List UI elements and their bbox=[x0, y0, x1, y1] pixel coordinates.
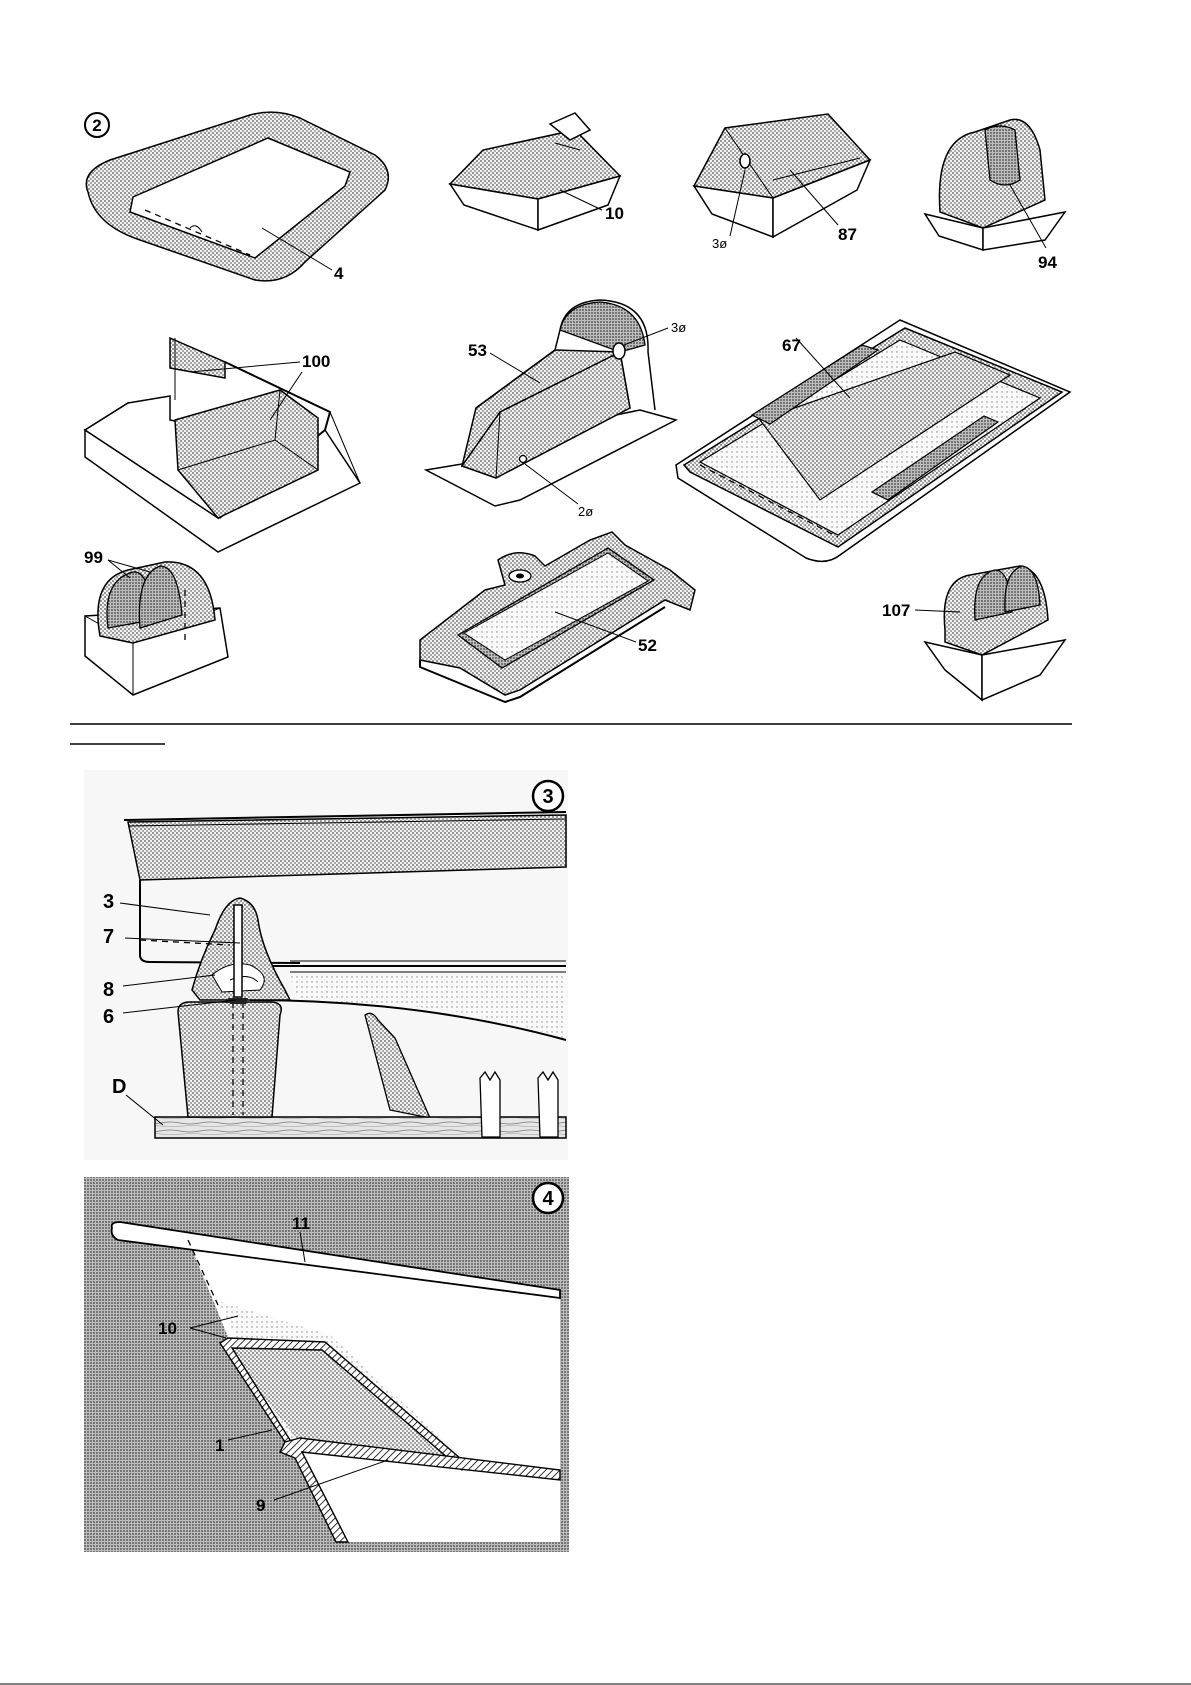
label-87: 87 bbox=[838, 225, 857, 244]
part-94-fairlead: 94 bbox=[925, 119, 1065, 272]
label-99: 99 bbox=[84, 548, 103, 567]
figure-2-badge: 2 bbox=[85, 113, 109, 137]
figure-3-badge: 3 bbox=[533, 781, 563, 811]
label-1: 1 bbox=[215, 1436, 224, 1455]
figure-4: 11 10 1 9 4 bbox=[84, 1177, 569, 1552]
label-11: 11 bbox=[292, 1214, 310, 1233]
part-100-block: 100 bbox=[85, 338, 360, 552]
label-53-hole-bottom: 2ø bbox=[578, 504, 593, 519]
part-107-fairlead: 107 bbox=[882, 566, 1065, 700]
part-87-block: 3ø 87 bbox=[694, 114, 870, 251]
label-6: 6 bbox=[103, 1006, 114, 1028]
label-67: 67 bbox=[782, 336, 801, 355]
figure-2: 2 4 10 bbox=[84, 112, 1070, 702]
figure-3: 3 7 8 6 D 3 bbox=[84, 770, 568, 1160]
label-100: 100 bbox=[302, 352, 330, 371]
figure-2-number: 2 bbox=[92, 116, 101, 135]
label-10-fig4: 10 bbox=[158, 1319, 177, 1338]
label-94: 94 bbox=[1038, 253, 1057, 272]
label-7: 7 bbox=[103, 926, 114, 948]
label-3: 3 bbox=[103, 891, 114, 913]
figure-4-badge: 4 bbox=[533, 1183, 563, 1213]
label-4: 4 bbox=[334, 264, 344, 283]
label-10: 10 bbox=[605, 204, 624, 223]
part-4-deck-tray: 4 bbox=[86, 112, 388, 283]
label-53: 53 bbox=[468, 341, 487, 360]
part-67-hatch: 67 bbox=[676, 320, 1070, 561]
part-10-block: 10 bbox=[450, 113, 624, 230]
figure-4-number: 4 bbox=[542, 1188, 554, 1210]
part-52-plate: 52 bbox=[420, 532, 695, 702]
part-53-bitt: 53 3ø 2ø bbox=[426, 300, 686, 519]
label-107: 107 bbox=[882, 601, 910, 620]
label-9: 9 bbox=[256, 1496, 265, 1515]
label-87-hole: 3ø bbox=[712, 236, 727, 251]
part-99-roller: 99 bbox=[84, 548, 228, 695]
label-D: D bbox=[112, 1076, 126, 1098]
label-52: 52 bbox=[638, 636, 657, 655]
label-53-hole-top: 3ø bbox=[671, 320, 686, 335]
label-8: 8 bbox=[103, 979, 114, 1001]
figure-3-number: 3 bbox=[542, 786, 553, 808]
